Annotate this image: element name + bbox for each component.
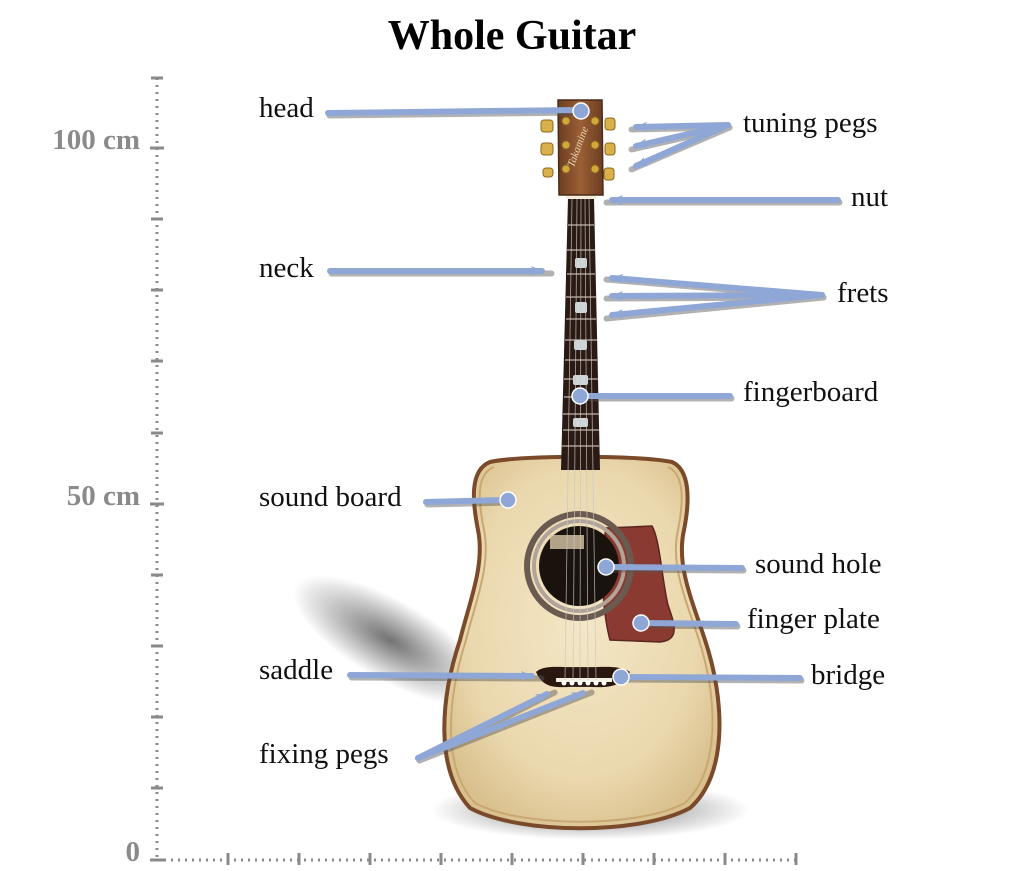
label-saddle: saddle [259,654,334,686]
label-nut: nut [851,181,889,213]
label-sound-hole: sound hole [755,548,882,580]
label-tuning-pegs: tuning pegs [743,107,878,139]
bridge [536,666,630,688]
page-title: Whole Guitar [387,13,637,59]
fingerboard [561,197,600,681]
label-neck: neck [259,252,314,284]
scale-label-100cm: 100 cm [52,124,140,156]
label-sound-board: sound board [259,481,402,513]
tuning-pegs [540,117,616,181]
label-frets: frets [837,277,889,309]
label-bridge: bridge [811,659,886,691]
horizontal-scale [157,853,798,865]
vertical-scale [150,76,164,862]
scale-label-50cm: 50 cm [66,480,140,512]
annotation-arrows [325,102,843,764]
anchor-dots [499,102,650,686]
label-finger-plate: finger plate [747,603,880,635]
label-fingerboard: fingerboard [743,376,879,408]
nut [566,194,596,199]
scale-label-0: 0 [125,836,141,868]
label-fixing-pegs: fixing pegs [259,738,389,770]
label-head: head [259,92,314,124]
headstock: Takamine [540,99,616,196]
